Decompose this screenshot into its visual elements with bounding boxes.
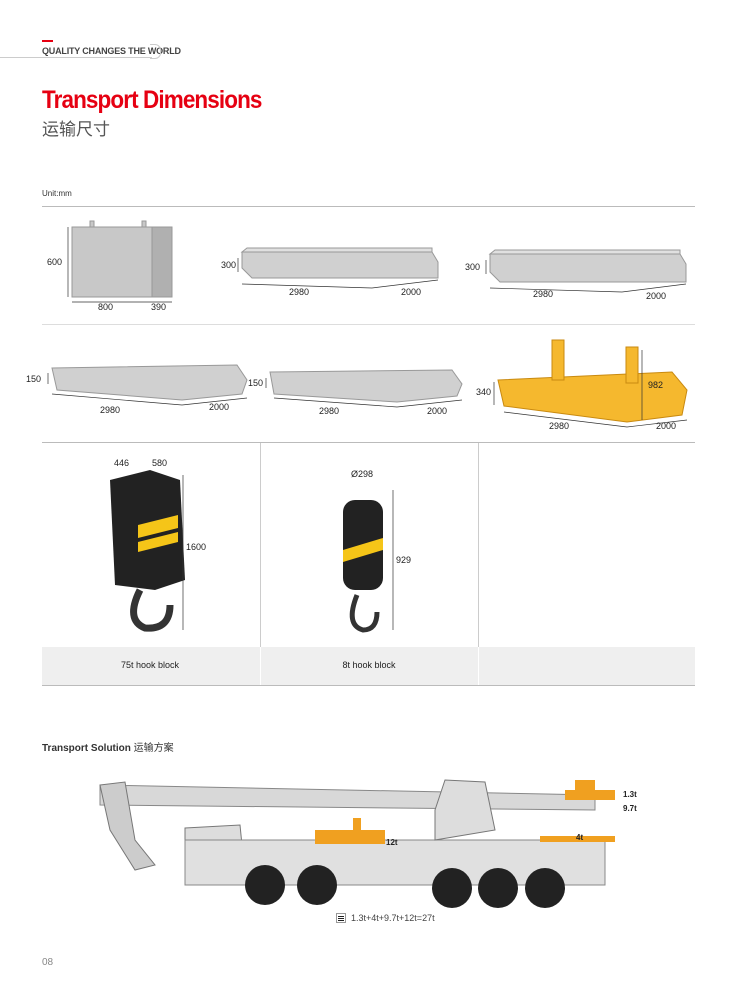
counterweight-1 <box>71 220 173 298</box>
weight-label: 9.7t <box>623 804 637 813</box>
dim-length: 2980 <box>319 406 340 416</box>
dim-length: 2980 <box>533 289 554 299</box>
divider <box>42 685 695 686</box>
dim-length: 2980 <box>289 287 310 297</box>
header-rule-cap <box>150 44 161 59</box>
weight-label: 12t <box>386 838 398 847</box>
counterweight-4 <box>51 364 248 401</box>
counterweight-3 <box>488 249 687 283</box>
hook-75t-illustration <box>110 470 185 632</box>
dim-length: 2980 <box>549 421 570 431</box>
legend-icon <box>336 913 346 923</box>
dim-diameter: Ø298 <box>351 469 374 479</box>
counterweight-6-yellow <box>497 339 688 423</box>
counterweight-5 <box>269 369 463 403</box>
dim-height: 150 <box>248 378 264 388</box>
cell-divider <box>478 443 479 647</box>
dim-length: 800 <box>98 302 114 312</box>
dim-height: 150 <box>26 374 42 384</box>
dim-width: 2000 <box>427 406 448 416</box>
legend-text: 1.3t+4t+9.7t+12t=27t <box>351 913 435 923</box>
cell-divider <box>260 647 261 685</box>
hook-caption: 8t hook block <box>342 660 396 670</box>
hook-8t-illustration <box>343 490 394 633</box>
divider <box>42 442 695 443</box>
dim-height: 600 <box>47 257 63 267</box>
header-rule <box>0 57 152 58</box>
page-number: 08 <box>42 957 54 968</box>
counterweight-2 <box>240 247 439 279</box>
dim-b: 580 <box>152 458 168 468</box>
section-title: Transport Solution 运输方案 <box>42 743 174 754</box>
dim-a: 446 <box>114 458 130 468</box>
dim-height: 929 <box>396 555 412 565</box>
legend: 1.3t+4t+9.7t+12t=27t <box>336 913 435 923</box>
dim-height: 1600 <box>186 542 207 552</box>
hook-caption: 75t hook block <box>120 660 180 670</box>
dim-total-height: 982 <box>648 380 664 390</box>
dim-width: 390 <box>151 302 167 312</box>
caption-row <box>42 647 695 685</box>
header-tagline: QUALITY CHANGES THE WORLD <box>42 46 181 56</box>
dim-height: 300 <box>221 260 237 270</box>
page-subtitle: 运输尺寸 <box>42 120 110 139</box>
crane-illustration <box>99 779 615 908</box>
dim-width: 2000 <box>401 287 422 297</box>
divider <box>42 206 695 207</box>
page-title: Transport Dimensions <box>42 86 262 114</box>
cell-divider <box>260 443 261 685</box>
dim-width: 2000 <box>209 402 230 412</box>
weight-label: 1.3t <box>623 790 637 799</box>
dim-width: 2000 <box>646 291 667 301</box>
weight-label: 4t <box>576 833 584 842</box>
counterweight-illustrations <box>47 220 688 428</box>
dim-length: 2980 <box>100 405 121 415</box>
dim-width: 2000 <box>656 421 677 431</box>
dim-height: 340 <box>476 387 492 397</box>
unit-label: Unit:mm <box>42 189 72 198</box>
cell-divider <box>478 647 479 685</box>
divider <box>42 324 695 325</box>
dim-height: 300 <box>465 262 481 272</box>
header-accent <box>42 40 53 42</box>
